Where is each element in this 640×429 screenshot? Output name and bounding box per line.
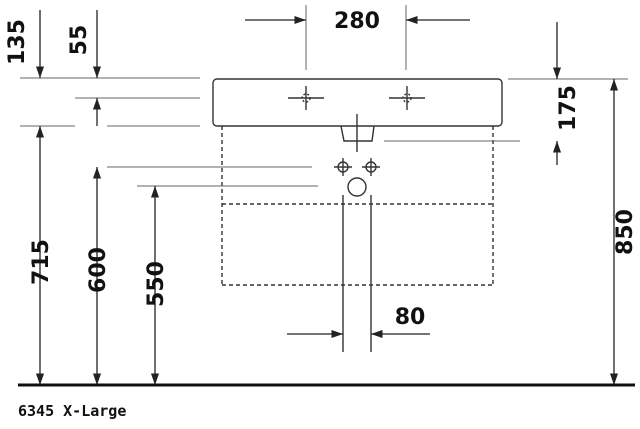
dim-850: 850	[613, 209, 638, 255]
waste-connection	[347, 177, 367, 197]
dim-55: 55	[67, 25, 92, 56]
dim-600: 600	[86, 247, 111, 293]
dim-135: 135	[5, 19, 30, 65]
dim-550: 550	[144, 261, 169, 307]
dim-280: 280	[334, 9, 380, 34]
model-caption: 6345 X-Large	[18, 402, 127, 420]
faucet-hole-left	[288, 86, 324, 110]
dim-175: 175	[556, 85, 581, 131]
supply-connections	[334, 158, 380, 176]
cabinet-outline	[221, 126, 494, 286]
drain-outlet	[340, 125, 375, 142]
dim-80: 80	[395, 305, 426, 330]
faucet-hole-right	[389, 86, 425, 110]
dim-715: 715	[29, 239, 54, 285]
